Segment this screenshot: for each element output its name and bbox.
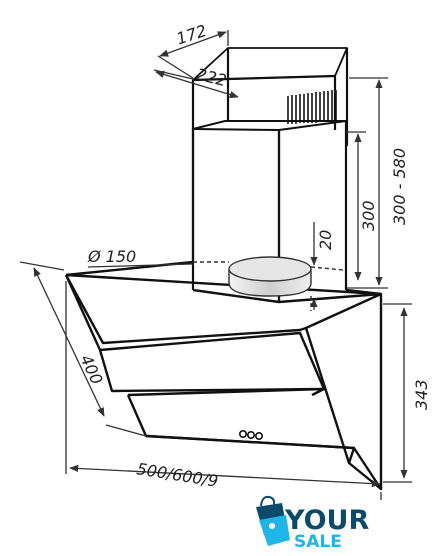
brand-logo: YOUR SALE — [256, 495, 369, 552]
dim-outlet-offset: 20 — [316, 230, 335, 250]
dim-chimney-width: 222 — [194, 64, 228, 90]
hood-body — [64, 260, 383, 491]
dimension-lines — [19, 30, 412, 500]
dim-chimney-depth: 172 — [174, 21, 209, 49]
dim-hood-height: 343 — [412, 379, 431, 410]
chimney-vent-slots — [287, 90, 337, 124]
dim-duct-diameter: Ø 150 — [87, 247, 136, 266]
dim-chimney-height-fixed: 300 — [359, 200, 378, 231]
control-buttons — [239, 429, 264, 440]
dim-hood-width-options: 500/600/9 — [135, 459, 219, 491]
shopping-bag-icon — [256, 495, 290, 546]
logo-line1: YOUR — [284, 505, 369, 536]
logo-line2: SALE — [294, 532, 342, 552]
duct-collar — [193, 256, 345, 311]
dim-chimney-height-range: 300 - 580 — [390, 148, 409, 225]
